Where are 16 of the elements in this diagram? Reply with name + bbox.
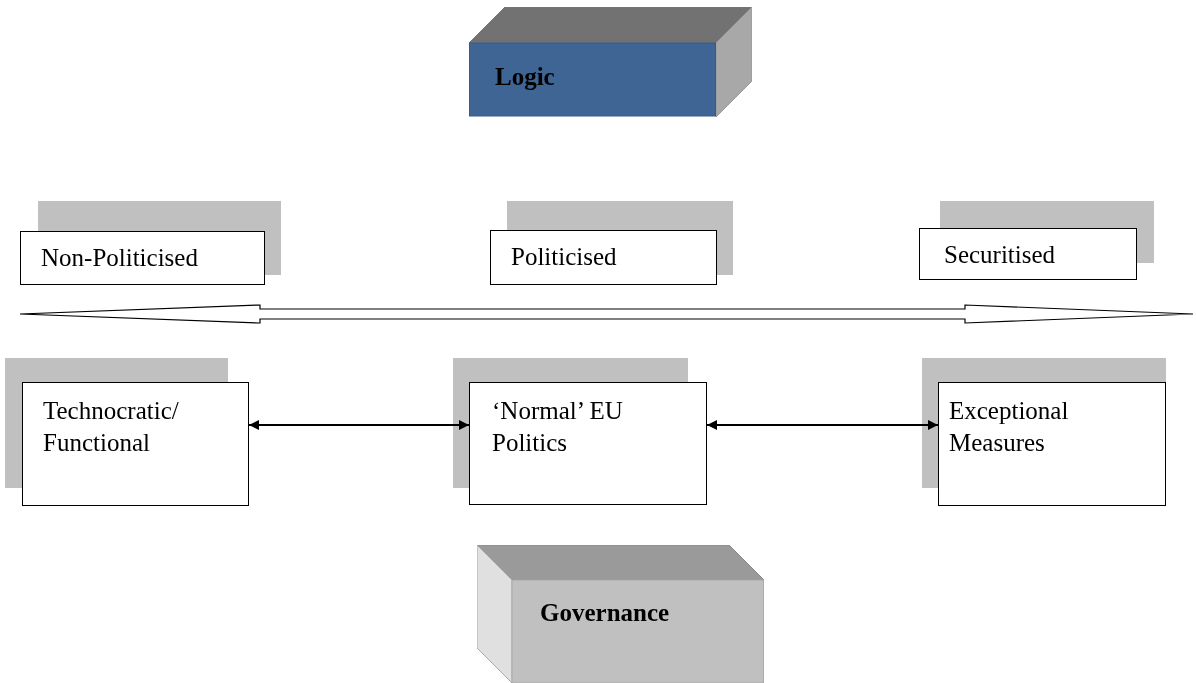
node-text: Logic [495,62,555,92]
text-box [469,382,707,505]
text-box [919,228,1137,280]
arrow [706,420,939,430]
node-text: Governance [540,598,670,628]
node-text: ‘Normal’ EU Politics [492,396,624,458]
arrow [248,420,470,430]
text-box [490,230,717,285]
node-text: Politicised [511,242,618,272]
node-text: Technocratic/ Functional [43,396,180,458]
text-box [938,382,1166,506]
node-text: Securitised [944,240,1057,270]
text-box [20,231,265,285]
text-box [22,382,249,506]
node-text: Non-Politicised [41,243,199,273]
node-text: Exceptional Measures [949,396,1070,458]
